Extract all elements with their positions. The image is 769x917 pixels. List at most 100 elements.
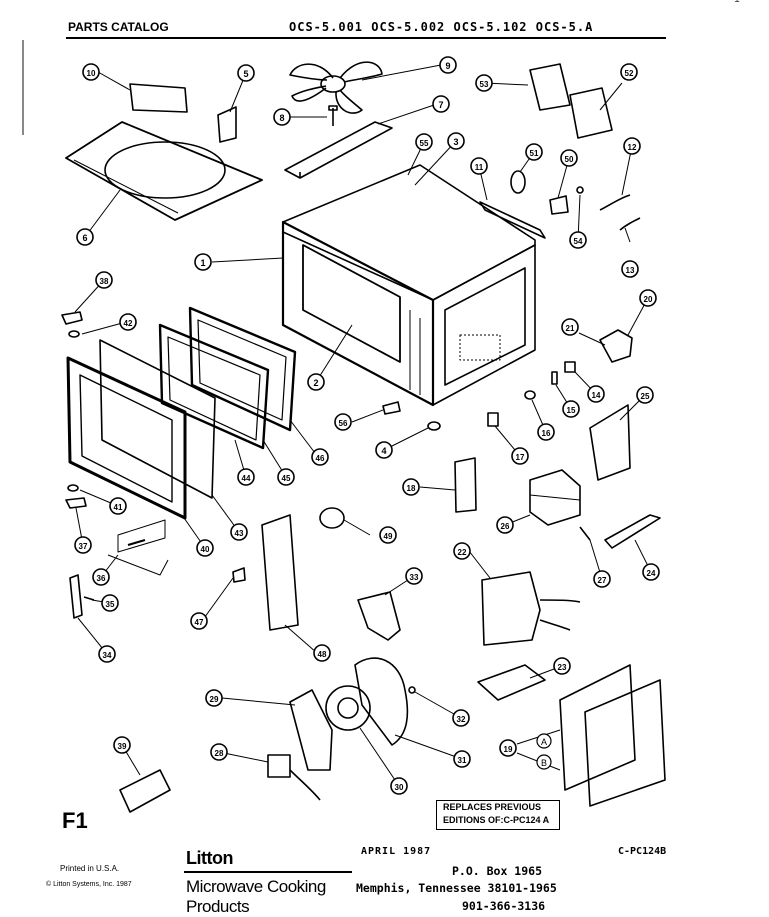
svg-text:30: 30 — [395, 783, 404, 792]
callout-markers: 1 2 3 4 5 6 7 8 9 10 11 12 13 14 15 16 1… — [74, 56, 660, 795]
svg-text:51: 51 — [530, 149, 539, 158]
product-line-1: Microwave Cooking — [186, 877, 326, 896]
part-transformer — [481, 571, 581, 646]
svg-text:52: 52 — [625, 69, 634, 78]
part-fan-motor — [267, 754, 291, 778]
callout-28: 28 — [210, 743, 228, 761]
svg-text:21: 21 — [566, 324, 575, 333]
svg-text:36: 36 — [97, 574, 106, 583]
callout-9: 9 — [439, 56, 457, 74]
callout-54: 54 — [569, 231, 587, 249]
callout-18: 18 — [402, 478, 420, 496]
part-cabinet — [281, 164, 536, 407]
svg-text:4: 4 — [381, 446, 386, 456]
svg-text:47: 47 — [195, 618, 204, 627]
part-door — [66, 356, 187, 520]
part-bracket-24 — [604, 514, 661, 549]
callout-22: 22 — [453, 542, 471, 560]
callout-12: 12 — [623, 137, 641, 155]
callout-46: 46 — [311, 448, 329, 466]
phone-number: 901-366-3136 — [462, 899, 546, 913]
part-hinge-37 — [65, 497, 87, 509]
svg-text:35: 35 — [106, 600, 115, 609]
part-cover — [569, 87, 613, 139]
part-door-frame — [99, 339, 216, 499]
figure-label: F1 — [62, 808, 88, 833]
svg-text:2: 2 — [313, 378, 318, 388]
callout-49: 49 — [379, 526, 397, 544]
callout-56: 56 — [334, 413, 352, 431]
callout-48: 48 — [313, 644, 331, 662]
callout-4: 4 — [375, 441, 393, 459]
callout-36: 36 — [92, 568, 110, 586]
svg-text:43: 43 — [235, 529, 244, 538]
callout-10: 10 — [82, 63, 100, 81]
svg-text:41: 41 — [114, 503, 123, 512]
part-screw-32 — [408, 686, 416, 694]
svg-text:12: 12 — [628, 143, 637, 152]
svg-text:8: 8 — [279, 113, 284, 123]
callout-33: 33 — [405, 567, 423, 585]
catalog-title: PARTS CATALOG — [68, 20, 169, 34]
svg-text:42: 42 — [124, 319, 133, 328]
callout-24: 24 — [642, 563, 660, 581]
callout-53: 53 — [475, 74, 493, 92]
part-switch-50 — [549, 195, 569, 215]
callout-6: 6 — [76, 228, 94, 246]
svg-text:18: 18 — [407, 484, 416, 493]
part-cover-33 — [357, 591, 401, 641]
callout-43: 43 — [230, 523, 248, 541]
callout-32: 32 — [452, 709, 470, 727]
part-door-choke — [188, 306, 297, 432]
callout-15: 15 — [562, 400, 580, 418]
part-duct — [529, 63, 571, 111]
part-fan-bracket — [284, 121, 393, 179]
svg-text:37: 37 — [79, 542, 88, 551]
svg-text:40: 40 — [201, 545, 210, 554]
callout-41: 41 — [109, 497, 127, 515]
callout-55: 55 — [415, 133, 433, 151]
part-bracket — [217, 106, 237, 143]
svg-text:33: 33 — [410, 573, 419, 582]
part-magnetron — [529, 469, 581, 526]
callout-26: 26 — [496, 516, 514, 534]
callout-34: 34 — [98, 645, 116, 663]
callout-13: 13 — [621, 260, 639, 278]
model-numbers: OCS-5.001 OCS-5.002 OCS-5.102 OCS-5.A — [289, 20, 594, 34]
svg-text:1: 1 — [200, 258, 205, 268]
printed-in: Printed in U.S.A. — [60, 864, 120, 873]
svg-text:B: B — [541, 758, 547, 768]
callout-25: 25 — [636, 386, 654, 404]
svg-text:17: 17 — [516, 453, 525, 462]
callout-23: 23 — [553, 657, 571, 675]
callout-20: 20 — [639, 289, 657, 307]
part-door-screen — [158, 323, 270, 450]
svg-text:3: 3 — [453, 137, 458, 147]
copyright: © Litton Systems, Inc. 1987 — [46, 881, 132, 888]
part-blower-fan — [325, 685, 371, 731]
part-base-plate — [477, 664, 546, 701]
address-po-box: P.O. Box 1965 — [452, 864, 543, 878]
svg-text:48: 48 — [318, 650, 327, 659]
part-fuse — [510, 170, 526, 194]
part-foot — [427, 421, 441, 431]
part-washer — [524, 390, 536, 400]
svg-text:50: 50 — [565, 155, 574, 164]
svg-text:6: 6 — [82, 233, 87, 243]
svg-text:20: 20 — [644, 295, 653, 304]
svg-text:31: 31 — [458, 756, 467, 765]
callout-45: 45 — [277, 468, 295, 486]
callout-40: 40 — [196, 539, 214, 557]
svg-text:55: 55 — [420, 139, 429, 148]
part-nut — [576, 186, 584, 194]
svg-text:54: 54 — [574, 237, 583, 246]
callout-31: 31 — [453, 750, 471, 768]
callout-14: 14 — [587, 385, 605, 403]
svg-text:24: 24 — [647, 569, 656, 578]
callout-b: B — [536, 754, 552, 770]
brand-rule — [184, 871, 352, 873]
callout-16: 16 — [537, 423, 555, 441]
svg-text:10: 10 — [87, 69, 96, 78]
svg-text:13: 13 — [626, 266, 635, 275]
